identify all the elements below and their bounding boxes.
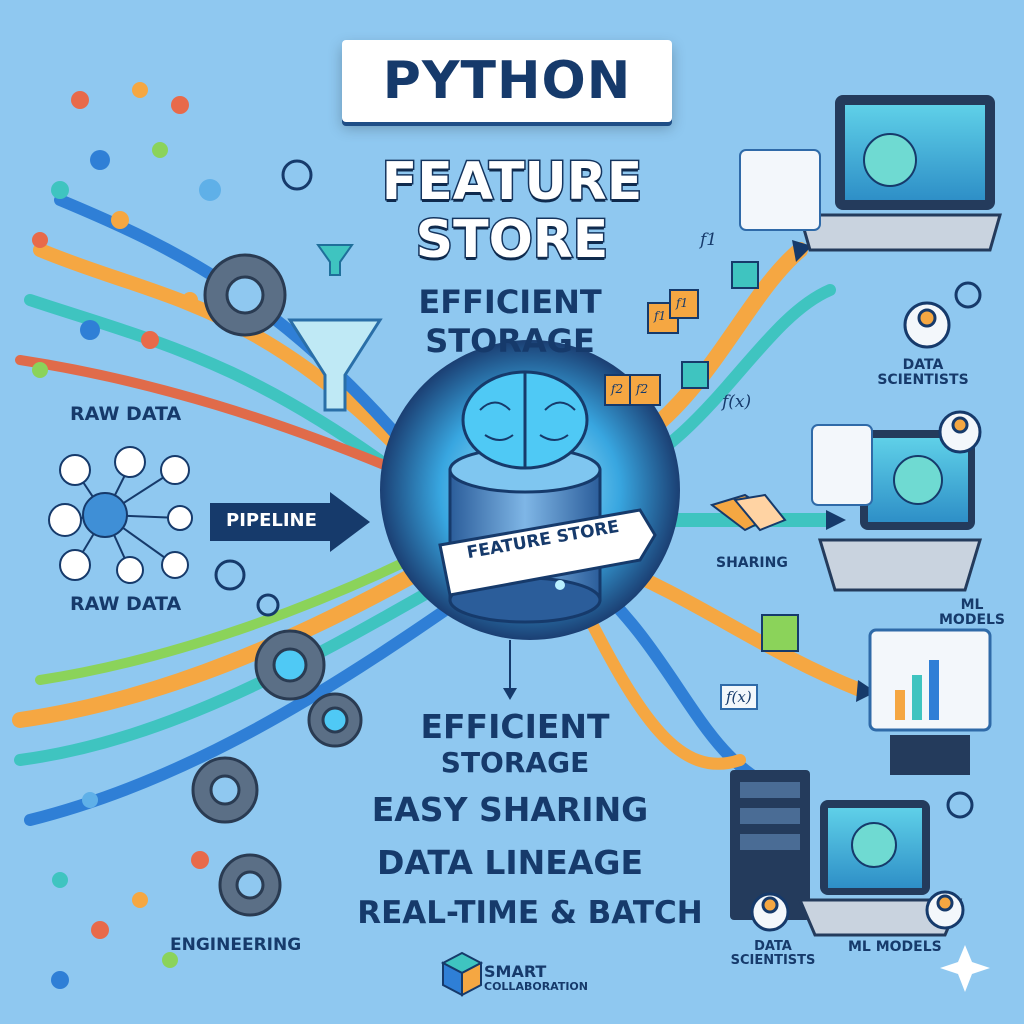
brand-logo-icon [440,951,484,997]
engineering-label: ENGINEERING [170,935,302,955]
brand-line2: COLLABORATION [484,979,588,993]
feature-item-real-time-batch: REAL-TIME & BATCH [357,895,703,931]
feature-store-ribbon [438,508,657,597]
feature-item-easy-sharing: EASY SHARING [371,790,649,829]
cube-f1-label: f1 [654,309,667,323]
data-scientists-line1: DATA [902,357,944,373]
data-scientists-line2: SCIENTISTS [877,371,969,388]
cube-f2-label: f2 [636,382,649,396]
data-scientists-label: DATA SCIENTISTS [718,940,828,967]
funnel-icon [287,244,383,412]
pipeline-label: PIPELINE [226,510,317,531]
brain-icon [461,370,589,470]
raw-data-network-icon [48,446,193,584]
banner-title: PYTHON [342,40,672,122]
server-icon [730,770,963,937]
raw-data-label: RAW DATA [70,403,182,425]
gear-icon [191,629,363,917]
brand-line1: SMART [484,962,547,981]
handshake-icon [709,493,787,532]
raw-data-label: RAW DATA [70,593,182,615]
feature-item-efficient-storage-line1: EFFICIENT [420,707,610,746]
sharing-label: SHARING [716,555,788,571]
brand-name: SMART COLLABORATION [484,962,588,993]
gear-icon [203,253,287,337]
feature-item-efficient-storage-line2: STORAGE [440,746,590,779]
sparkle-icon [940,945,990,992]
data-scientists-label: DATA SCIENTISTS [868,358,978,387]
raw-data-nodes [32,82,221,989]
formula-f1-label: f1 [700,230,718,250]
main-title-line2: STORE [414,209,610,272]
cube-f1-label: f1 [676,296,689,310]
laptop-icon [811,424,983,592]
subtitle-line2: STORAGE [425,322,595,360]
feature-cubes [604,261,799,652]
gear-icon [214,159,982,819]
laptop-icon [739,95,1002,252]
subtitle-line1: EFFICIENT [418,283,602,321]
main-title-line1: FEATURE [380,151,644,214]
formula-fx-label: f(x) [720,684,758,710]
user-avatar-icon [750,301,982,932]
feature-item-data-lineage: DATA LINEAGE [377,843,643,882]
ml-models-line1: ML [960,597,984,613]
ml-models-line2: MODELS [938,611,1006,628]
data-scientists-line2: SCIENTISTS [730,952,816,968]
dashboard-icon [868,628,992,775]
pipeline-arrow [210,492,370,552]
data-scientists-line1: DATA [754,939,792,954]
formula-fx-label: f(x) [722,392,752,412]
cube-f2-label: f2 [611,382,624,396]
ml-models-label: ML MODELS [932,598,1012,627]
ml-models-label: ML MODELS [848,939,942,955]
